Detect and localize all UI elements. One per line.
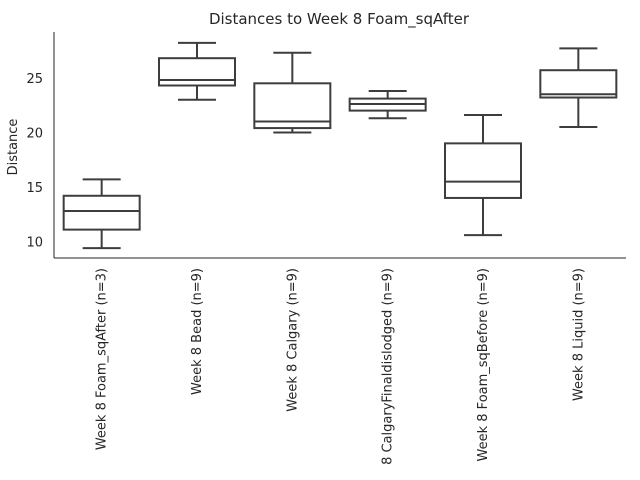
y-tick-label: 25 [26,72,43,87]
x-tick-label: 8 CalgaryFinaldislodged (n=9) [381,268,396,465]
y-axis-label: Distance [6,119,21,176]
y-tick-label: 15 [26,181,43,196]
y-tick-label: 10 [26,236,43,251]
box-iqr [444,142,522,199]
box-iqr [539,69,618,99]
y-tick-label: 20 [26,126,43,141]
x-tick-label: Week 8 Bead (n=9) [190,268,205,395]
x-tick-label: Week 8 Foam_sqBefore (n=9) [476,268,491,461]
box-iqr [158,57,236,87]
box-iqr [62,194,141,231]
x-tick-label: Week 8 Foam_sqAfter (n=3) [95,268,110,450]
x-tick-label: Week 8 Liquid (n=9) [571,268,586,401]
chart-title: Distances to Week 8 Foam_sqAfter [209,10,470,29]
x-tick-label: Week 8 Calgary (n=9) [285,268,300,412]
